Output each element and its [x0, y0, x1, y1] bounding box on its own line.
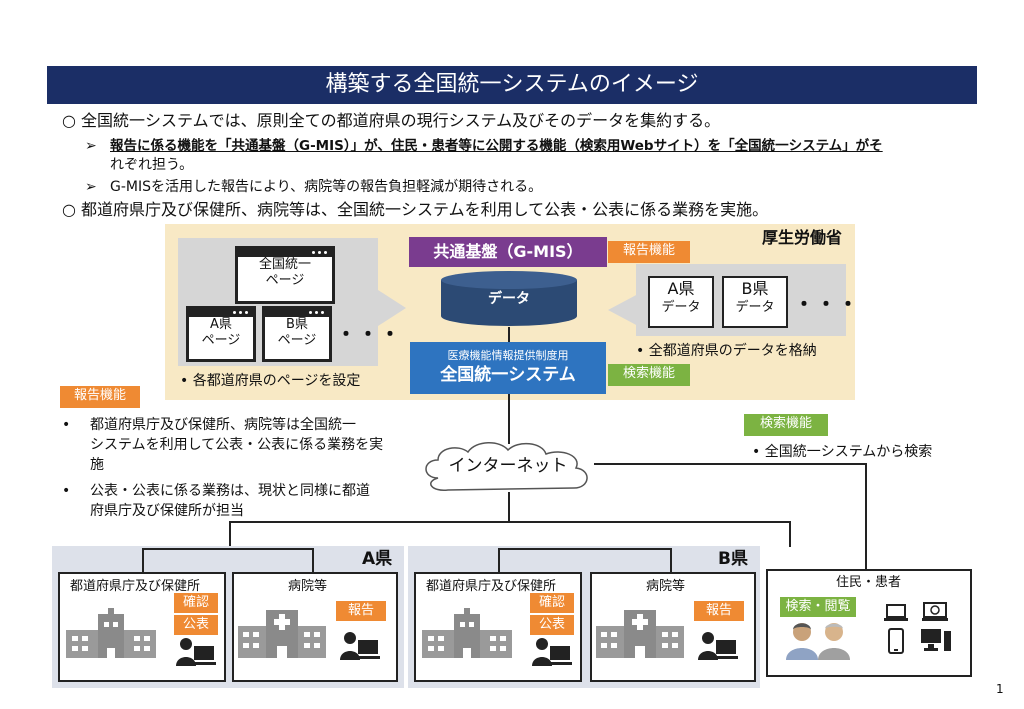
b-report-tag: 報告 [694, 601, 744, 621]
system-title: 全国統一システム [440, 365, 576, 385]
people-icon [784, 620, 854, 660]
globe-computer-icon [922, 601, 948, 623]
network-line [865, 463, 867, 569]
a-hospital-label: 病院等 [288, 579, 328, 594]
network-line [498, 548, 500, 572]
bullet-1-sub-1-cont: れぞれ担う。 [110, 157, 194, 173]
network-line [229, 521, 231, 547]
b-page-line2: ページ [277, 333, 317, 348]
database-cylinder-icon [439, 270, 579, 328]
b-publish-tag: 公表 [530, 615, 574, 635]
bullet-1: ○ 全国統一システムでは、原則全ての都道府県の現行システム及びそのデータを集約す… [62, 111, 721, 130]
network-line [508, 492, 510, 522]
staff-at-computer-icon [176, 636, 216, 672]
callout-pointer [608, 294, 638, 326]
b-page-line1: B県 [286, 317, 308, 332]
b-hospital-label: 病院等 [646, 579, 686, 594]
page-number: 1 [996, 682, 1004, 696]
b-office-label: 都道府県庁及び保健所 [426, 579, 557, 594]
government-building-icon [66, 608, 156, 658]
national-page-line2: ページ [265, 273, 305, 288]
left-panel-p2-l2: 府県庁及び保健所が担当 [90, 503, 244, 519]
network-line [670, 548, 672, 572]
national-page-window: 全国統一 ページ [235, 246, 335, 304]
b-data-line2: データ [735, 300, 775, 315]
smartphone-icon [888, 628, 904, 654]
b-page-window: B県 ページ [262, 306, 332, 362]
gmis-box: 共通基盤（G-MIS） [409, 237, 607, 267]
network-line [312, 548, 314, 572]
network-line [498, 548, 672, 550]
government-building-icon [422, 608, 512, 658]
b-confirm-tag: 確認 [530, 593, 574, 613]
staff-at-computer-icon [532, 636, 572, 672]
national-system-box: 医療機能情報提供制度用 全国統一システム [410, 342, 606, 394]
hospital-building-icon [238, 606, 326, 658]
search-browse-tag: 検索・閲覧 [780, 597, 856, 617]
arrow-icon: ➢ [85, 138, 97, 154]
system-subtitle: 医療機能情報提供制度用 [447, 349, 569, 362]
prefecture-a-label: A県 [362, 549, 393, 569]
network-line [229, 521, 790, 523]
network-line [789, 521, 791, 547]
internet-label: インターネット [448, 456, 568, 476]
a-page-line1: A県 [210, 317, 232, 332]
internet-cloud-icon [418, 438, 598, 496]
desktop-pc-icon [920, 628, 952, 652]
report-function-tag-left: 報告機能 [60, 386, 140, 408]
network-line [508, 394, 510, 444]
bullet-dot: • [62, 417, 71, 433]
left-note: • 各都道府県のページを設定 [180, 373, 361, 389]
a-data-box: A県 データ [648, 276, 714, 328]
national-page-line1: 全国統一 [258, 257, 311, 272]
search-function-tag-right: 検索機能 [744, 414, 828, 436]
network-line [142, 548, 314, 550]
network-line [142, 548, 144, 572]
arrow-icon: ➢ [85, 179, 97, 195]
staff-at-computer-icon [698, 630, 738, 666]
bullet-1-sub-2: G-MISを活用した報告により、病院等の報告負担軽減が期待される。 [110, 179, 543, 195]
a-publish-tag: 公表 [174, 615, 218, 635]
laptop-icon [884, 603, 908, 623]
a-office-label: 都道府県庁及び保健所 [70, 579, 201, 594]
staff-at-computer-icon [340, 630, 380, 666]
prefecture-b-label: B県 [718, 549, 748, 569]
a-report-tag: 報告 [336, 601, 386, 621]
a-confirm-tag: 確認 [174, 593, 218, 613]
connector-line [508, 327, 510, 343]
right-panel-note: • 全国統一システムから検索 [752, 444, 933, 460]
b-data-line1: B県 [741, 279, 769, 298]
bullet-dot: • [62, 483, 71, 499]
bullet-1-sub-1: 報告に係る機能を「共通基盤（G-MIS）」が、住民・患者等に公開する機能（検索用… [110, 138, 883, 154]
mhlw-label: 厚生労働省 [762, 228, 843, 247]
bullet-2: ○ 都道府県庁及び保健所、病院等は、全国統一システムを利用して公表・公表に係る業… [62, 200, 769, 219]
left-panel-p1-l2: システムを利用して公表・公表に係る業務を実 [90, 437, 384, 453]
left-panel-p1-l3: 施 [90, 457, 104, 473]
callout-pointer [378, 290, 406, 326]
left-panel-p2-l1: 公表・公表に係る業務は、現状と同様に都道 [90, 483, 370, 499]
more-pages-dots: ・・・ [336, 322, 402, 346]
a-page-window: A県 ページ [186, 306, 256, 362]
search-function-tag: 検索機能 [608, 364, 690, 386]
page-title: 構築する全国統一システムのイメージ [47, 66, 977, 104]
a-data-line1: A県 [667, 279, 695, 298]
residents-label: 住民・患者 [836, 575, 902, 590]
more-data-dots: ・・・ [794, 292, 860, 316]
a-page-line2: ページ [201, 333, 241, 348]
left-panel-p1-l1: 都道府県庁及び保健所、病院等は全国統一 [90, 417, 356, 433]
right-note: • 全都道府県のデータを格納 [636, 343, 817, 359]
report-function-tag: 報告機能 [608, 241, 690, 263]
a-data-line2: データ [661, 300, 701, 315]
b-data-box: B県 データ [722, 276, 788, 328]
data-label: データ [488, 291, 530, 307]
hospital-building-icon [596, 606, 684, 658]
network-line [594, 463, 866, 465]
